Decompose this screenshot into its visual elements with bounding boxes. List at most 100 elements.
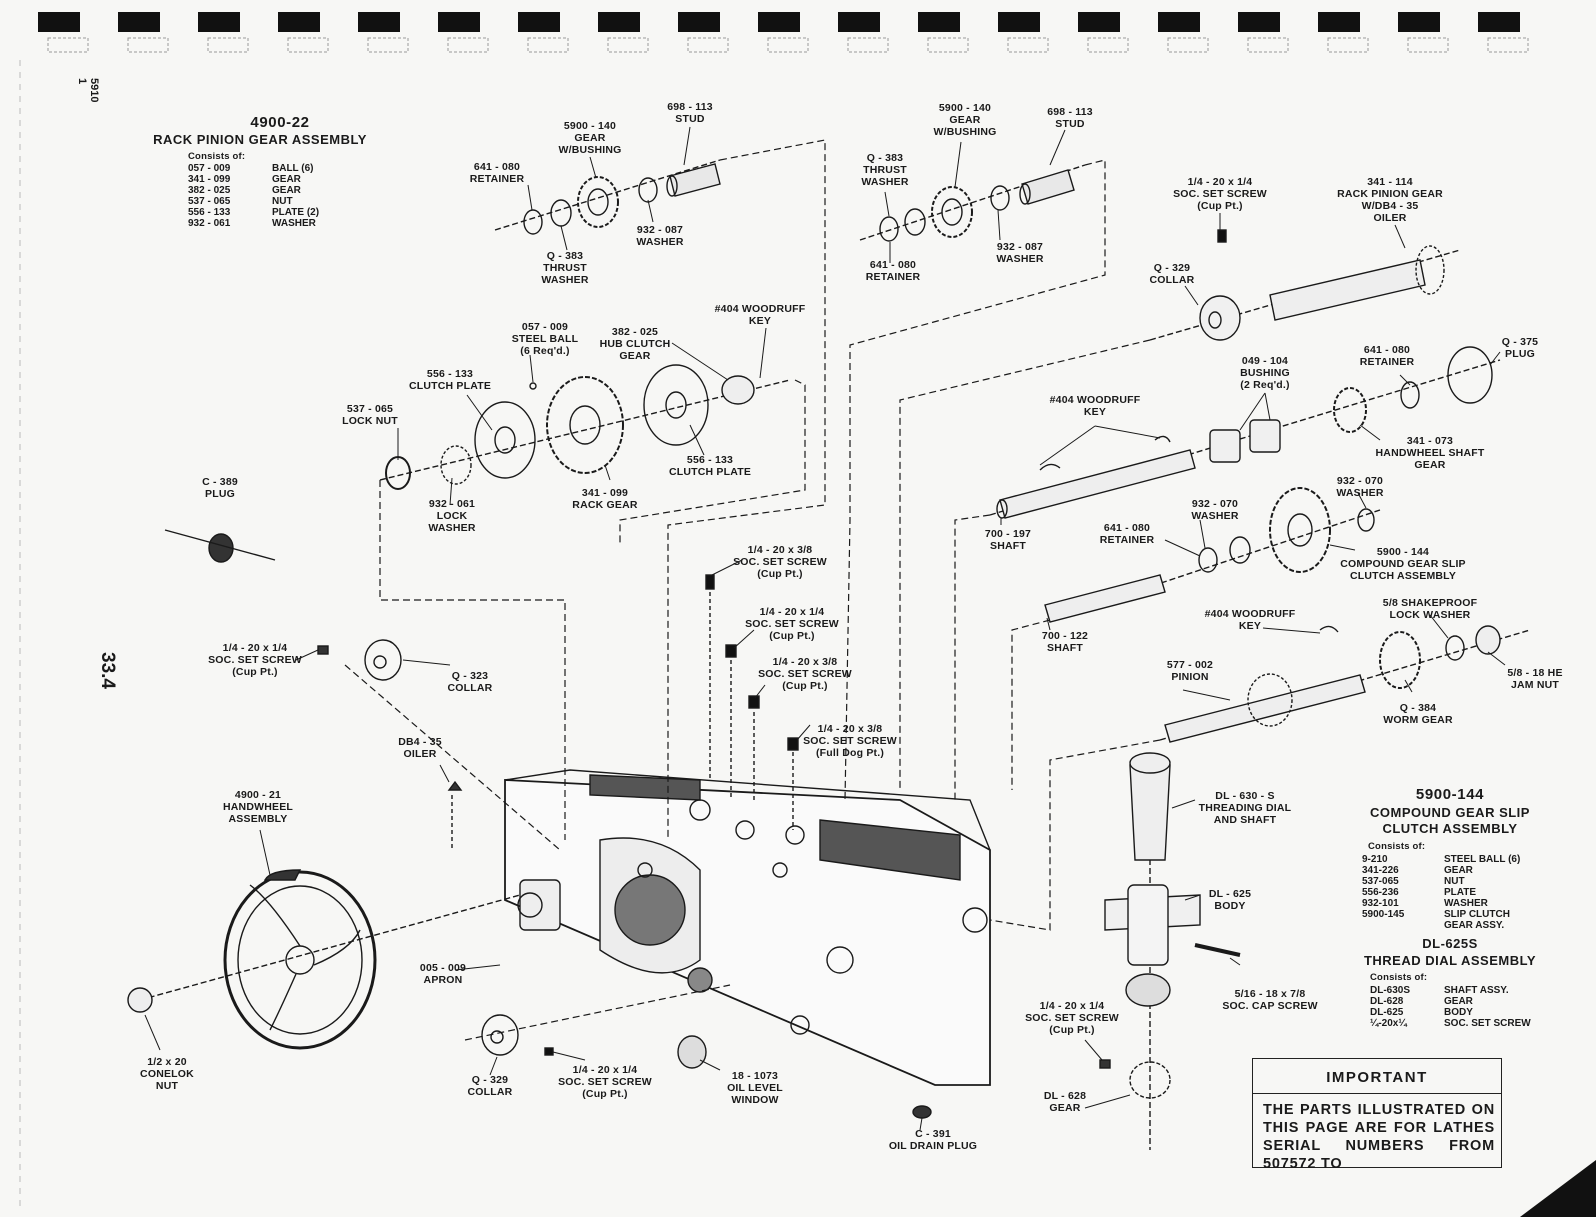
rack-pinion-assembly-title: 4900-22 bbox=[250, 114, 310, 131]
part-number: 5900-145 bbox=[1362, 909, 1405, 920]
callout-404-woodruff-key: #404 WOODRUFF KEY bbox=[1204, 608, 1296, 632]
callout-q384-worm-gear: Q - 384 WORM GEAR bbox=[1383, 702, 1453, 726]
hub-clutch-group bbox=[379, 364, 791, 490]
callout-dl-630-s-threading-dial: DL - 630 - S THREADING DIAL AND SHAFT bbox=[1198, 790, 1292, 826]
part-name: NUT bbox=[1444, 876, 1465, 887]
callout-q375-plug: Q - 375 PLUG bbox=[1501, 336, 1539, 360]
page-number: 33.4 bbox=[97, 652, 118, 689]
part-number: 932-101 bbox=[1362, 898, 1399, 909]
part-number: 341-226 bbox=[1362, 865, 1399, 876]
callout-q323-collar: Q - 323 COLLAR bbox=[447, 670, 493, 694]
callout-700-197-shaft: 700 - 197 SHAFT bbox=[984, 528, 1032, 552]
page-corner-shadow bbox=[1520, 1160, 1596, 1217]
compound-gear-assembly-subtitle: COMPOUND GEAR SLIP CLUTCH ASSEMBLY bbox=[1370, 805, 1530, 836]
callout-set-screw: 1/4 - 20 x 1/4 SOC. SET SCREW (Cup Pt.) bbox=[745, 606, 839, 642]
important-notice: IMPORTANT THE PARTS ILLUSTRATED ON THIS … bbox=[1252, 1058, 1502, 1172]
top-center-gear-group bbox=[859, 164, 1086, 242]
callout-341-114-rack-pinion-gear: 341 - 114 RACK PINION GEAR W/DB4 - 35 OI… bbox=[1337, 176, 1443, 224]
part-number: DL-625 bbox=[1370, 1007, 1404, 1018]
callout-932-070-washer: 932 - 070 WASHER bbox=[1191, 498, 1239, 522]
callout-577-002-pinion: 577 - 002 PINION bbox=[1166, 659, 1214, 683]
important-text: THE PARTS ILLUSTRATED ON THIS PAGE ARE F… bbox=[1263, 1102, 1495, 1172]
handwheel bbox=[127, 869, 521, 1050]
callout-set-screw: 1/4 - 20 x 1/4 SOC. SET SCREW (Cup Pt.) bbox=[558, 1064, 652, 1100]
callout-537-065-lock-nut: 537 - 065 LOCK NUT bbox=[342, 403, 398, 427]
callout-641-080-retainer: 641 - 080 RETAINER bbox=[469, 161, 525, 185]
callout-049-104-bushing: 049 - 104 BUSHING (2 Req'd.) bbox=[1240, 355, 1290, 391]
callout-341-099-rack-gear: 341 - 099 RACK GEAR bbox=[572, 487, 638, 511]
part-name: GEAR bbox=[272, 185, 301, 196]
compound-gear-consists-label: Consists of: bbox=[1368, 841, 1426, 852]
part-number: 057 - 009 bbox=[188, 163, 231, 174]
callout-556-133-clutch-plate: 556 - 133 CLUTCH PLATE bbox=[668, 454, 752, 478]
callout-932-087-washer: 932 - 087 WASHER bbox=[996, 241, 1044, 265]
part-name: NUT bbox=[272, 196, 293, 207]
part-number: DL-630S bbox=[1370, 985, 1411, 996]
part-name: WASHER bbox=[272, 218, 316, 229]
top-left-gear-group bbox=[494, 159, 721, 235]
part-number: DL-628 bbox=[1370, 996, 1404, 1007]
callout-404-woodruff-key: #404 WOODRUFF KEY bbox=[1049, 394, 1141, 418]
part-name: GEAR ASSY. bbox=[1444, 920, 1505, 931]
part-number: 341 - 099 bbox=[188, 174, 231, 185]
part-name: SHAFT ASSY. bbox=[1444, 985, 1509, 996]
small-collars bbox=[164, 529, 932, 1119]
callout-641-080-retainer: 641 - 080 RETAINER bbox=[1099, 522, 1155, 546]
callout-5900-140-gear: 5900 - 140 GEAR W/BUSHING bbox=[933, 102, 997, 138]
callout-5900-144-compound-gear: 5900 - 144 COMPOUND GEAR SLIP CLUTCH ASS… bbox=[1340, 546, 1466, 582]
callout-c389-plug: C - 389 PLUG bbox=[202, 476, 238, 500]
part-name: SLIP CLUTCH bbox=[1444, 909, 1510, 920]
callout-698-113-stud: 698 - 113 STUD bbox=[1047, 106, 1093, 130]
part-name: STEEL BALL (6) bbox=[1444, 854, 1521, 865]
callout-set-screw: 1/4 - 20 x 3/8 SOC. SET SCREW (Cup Pt.) bbox=[733, 544, 827, 580]
callout-382-025-hub-clutch-gear: 382 - 025 HUB CLUTCH GEAR bbox=[599, 326, 671, 362]
part-name: GEAR bbox=[1444, 865, 1473, 876]
part-number: 932 - 061 bbox=[188, 218, 231, 229]
callout-db4-35-oiler: DB4 - 35 OILER bbox=[398, 736, 442, 760]
callout-q329-collar: Q - 329 COLLAR bbox=[1149, 262, 1195, 286]
dashed-assembly-paths bbox=[344, 139, 1161, 1041]
compound-gear-assembly-title: 5900-144 bbox=[1415, 786, 1485, 803]
callout-shakeproof-lock-washer: 5/8 SHAKEPROOF LOCK WASHER bbox=[1382, 597, 1478, 621]
callout-dl-625-body: DL - 625 BODY bbox=[1208, 888, 1252, 912]
callout-641-080-retainer: 641 - 080 RETAINER bbox=[1359, 344, 1415, 368]
compound-gear-group bbox=[1044, 487, 1381, 633]
thread-dial-assembly-subtitle: THREAD DIAL ASSEMBLY bbox=[1363, 953, 1537, 968]
set-screws bbox=[544, 574, 799, 1056]
divider bbox=[1253, 1093, 1501, 1094]
callout-932-070-washer: 932 - 070 WASHER bbox=[1336, 475, 1384, 499]
callout-341-073-handwheel-shaft-gear: 341 - 073 HANDWHEEL SHAFT GEAR bbox=[1375, 435, 1485, 471]
part-number: 556 - 133 bbox=[188, 207, 231, 218]
callout-700-122-shaft: 700 - 122 SHAFT bbox=[1041, 630, 1089, 654]
part-number: 556-236 bbox=[1362, 887, 1399, 898]
callout-set-screw: 1/4 - 20 x 3/8 SOC. SET SCREW (Cup Pt.) bbox=[758, 656, 852, 692]
callout-set-screw: 1/4 - 20 x 1/4 SOC. SET SCREW (Cup Pt.) bbox=[1025, 1000, 1119, 1036]
callout-005-009-apron: 005 - 009 APRON bbox=[419, 962, 467, 986]
binding-holes bbox=[38, 12, 1520, 32]
part-number: 382 - 025 bbox=[188, 185, 231, 196]
callout-556-133-clutch-plate: 556 - 133 CLUTCH PLATE bbox=[408, 368, 492, 392]
side-code: 5910 1 bbox=[76, 78, 100, 103]
pinion-worm-group bbox=[1159, 625, 1531, 743]
callout-jam-nut: 5/8 - 18 HE JAM NUT bbox=[1507, 667, 1563, 691]
part-name: GEAR bbox=[1444, 996, 1473, 1007]
part-name: BALL (6) bbox=[272, 163, 314, 174]
rack-pinion-consists-label: Consists of: bbox=[188, 151, 246, 162]
callout-5900-140-gear: 5900 - 140 GEAR W/BUSHING bbox=[558, 120, 622, 156]
leader-lines bbox=[144, 126, 1506, 1131]
callout-4900-21-handwheel: 4900 - 21 HANDWHEEL ASSEMBLY bbox=[222, 789, 294, 825]
part-name: BODY bbox=[1444, 1007, 1473, 1018]
part-name: GEAR bbox=[272, 174, 301, 185]
callout-dl-628-gear: DL - 628 GEAR bbox=[1043, 1090, 1087, 1114]
callout-set-screw: 1/4 - 20 x 1/4 SOC. SET SCREW (Cup Pt.) bbox=[208, 642, 302, 678]
part-name: PLATE (2) bbox=[272, 207, 320, 218]
callout-q383-thrust-washer: Q - 383 THRUST WASHER bbox=[541, 250, 589, 286]
callout-698-113-stud: 698 - 113 STUD bbox=[667, 101, 713, 125]
callout-conelok-nut: 1/2 x 20 CONELOK NUT bbox=[140, 1056, 194, 1092]
thread-dial-group bbox=[1099, 752, 1241, 1150]
callout-641-080-retainer: 641 - 080 RETAINER bbox=[865, 259, 921, 283]
callout-932-087-washer: 932 - 087 WASHER bbox=[636, 224, 684, 248]
callout-404-woodruff-key: #404 WOODRUFF KEY bbox=[714, 303, 806, 327]
callout-18-1073-oil-level-window: 18 - 1073 OIL LEVEL WINDOW bbox=[727, 1070, 783, 1106]
